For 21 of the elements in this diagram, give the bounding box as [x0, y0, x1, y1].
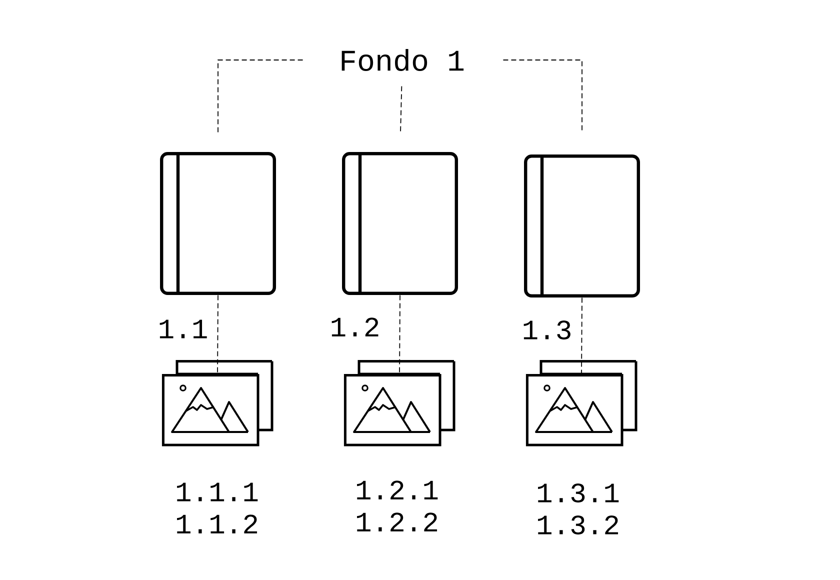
title-text: Fondo 1 — [342, 48, 464, 72]
item-number: 1.1.2 — [177, 514, 258, 534]
item-number: 1.3 — [524, 320, 570, 340]
item-number: 1.2.1 — [357, 480, 438, 500]
connector-line — [400, 86, 402, 134]
image-stack-icon — [526, 360, 638, 446]
connector-line — [218, 60, 304, 134]
item-number: 1.3.1 — [538, 484, 619, 502]
connector-line — [399, 294, 400, 374]
item-number: 1.2.2 — [357, 512, 438, 532]
item-number: 1.1.1 — [177, 482, 258, 502]
connector-line — [581, 297, 582, 374]
item-number: 1.1 — [160, 320, 207, 338]
item-number: 1.3.2 — [538, 516, 618, 534]
image-stack-icon — [162, 360, 274, 446]
connector-line — [217, 294, 218, 374]
binder-icon — [160, 152, 276, 295]
binder-icon — [342, 152, 458, 295]
binder-icon — [524, 154, 640, 298]
item-number: 1.2 — [332, 318, 378, 336]
image-stack-icon — [344, 360, 456, 446]
